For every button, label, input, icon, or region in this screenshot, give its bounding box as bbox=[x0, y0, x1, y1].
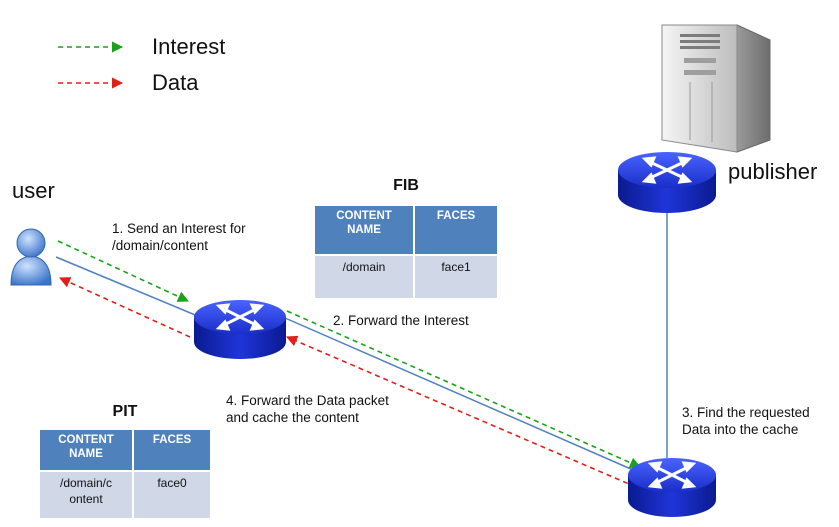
data-arrow-1 bbox=[285, 335, 637, 488]
publisher-label: publisher bbox=[728, 159, 818, 184]
step-3-note: 3. Find the requested Data into the cach… bbox=[682, 405, 810, 437]
pit-cell-content-name: /domain/c ontent bbox=[40, 471, 134, 518]
pit-cell-faces: face0 bbox=[133, 471, 210, 518]
interest-arrow-1 bbox=[57, 240, 190, 302]
legend-interest-label: Interest bbox=[152, 34, 226, 59]
legend-data-label: Data bbox=[152, 70, 199, 95]
pit-header-content-name: CONTENT NAME bbox=[40, 430, 134, 472]
step-4-note: 4. Forward the Data packet and cache the… bbox=[226, 393, 389, 425]
interest-arrow-2 bbox=[286, 310, 642, 469]
step-2-note: 2. Forward the Interest bbox=[333, 313, 469, 328]
data-arrow-2 bbox=[58, 277, 191, 338]
user-icon bbox=[10, 228, 52, 286]
fib-header-content-name: CONTENT NAME bbox=[315, 206, 415, 256]
fib-table: CONTENT NAME FACES /domain face1 bbox=[315, 206, 497, 298]
pit-title: PIT bbox=[112, 403, 138, 420]
server-icon bbox=[661, 24, 771, 153]
router-icon bbox=[618, 152, 716, 213]
router-icon bbox=[628, 458, 716, 517]
fib-header-faces: FACES bbox=[414, 206, 497, 256]
pit-header-faces: FACES bbox=[133, 430, 210, 472]
fib-title: FIB bbox=[393, 177, 419, 194]
router-icon bbox=[194, 300, 286, 359]
fib-cell-content-name: /domain bbox=[315, 255, 415, 298]
link-user-router bbox=[55, 256, 201, 318]
fib-cell-faces: face1 bbox=[414, 255, 497, 298]
link-router-edge bbox=[284, 317, 641, 474]
step-1-note: 1. Send an Interest for /domain/content bbox=[112, 221, 246, 253]
pit-table: CONTENT NAME FACES /domain/c ontent face… bbox=[40, 430, 210, 518]
user-label: user bbox=[12, 178, 55, 203]
